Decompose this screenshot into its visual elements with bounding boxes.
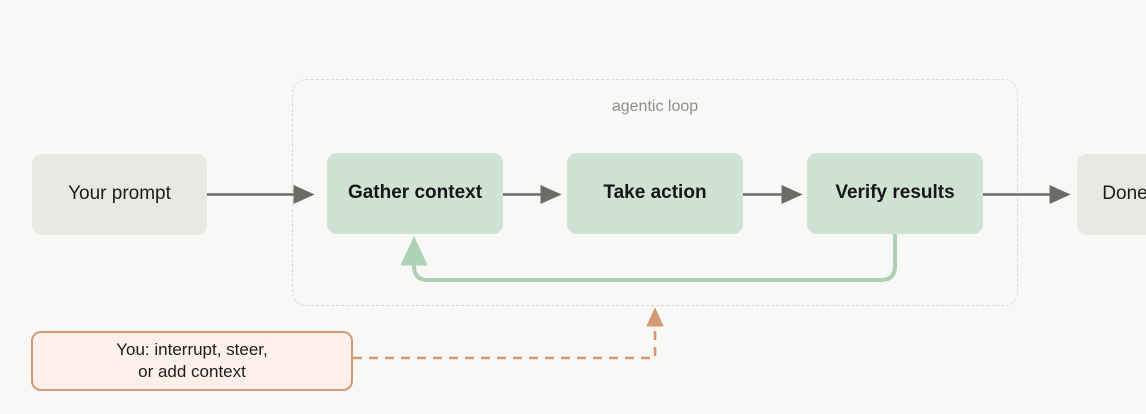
- node-verify-results[interactable]: Verify results: [807, 153, 983, 234]
- agentic-loop-label: agentic loop: [611, 98, 699, 115]
- node-gather-context-label: Gather context: [347, 182, 483, 204]
- edge-interrupt-into-loop: [353, 307, 664, 360]
- node-done-label: Done: [1102, 183, 1146, 205]
- node-your-prompt[interactable]: Your prompt: [32, 154, 207, 235]
- node-interrupt-label-line1: You: interrupt, steer,: [116, 340, 268, 360]
- node-gather-context[interactable]: Gather context: [327, 153, 503, 234]
- node-interrupt-steer[interactable]: You: interrupt, steer, or add context: [31, 331, 353, 391]
- node-your-prompt-label: Your prompt: [68, 183, 171, 205]
- agentic-loop-container: [292, 79, 1018, 306]
- node-done[interactable]: Done: [1077, 154, 1146, 235]
- node-take-action[interactable]: Take action: [567, 153, 743, 234]
- node-interrupt-label-line2: or add context: [138, 362, 246, 381]
- node-verify-results-label: Verify results: [835, 182, 955, 204]
- node-take-action-label: Take action: [603, 182, 707, 204]
